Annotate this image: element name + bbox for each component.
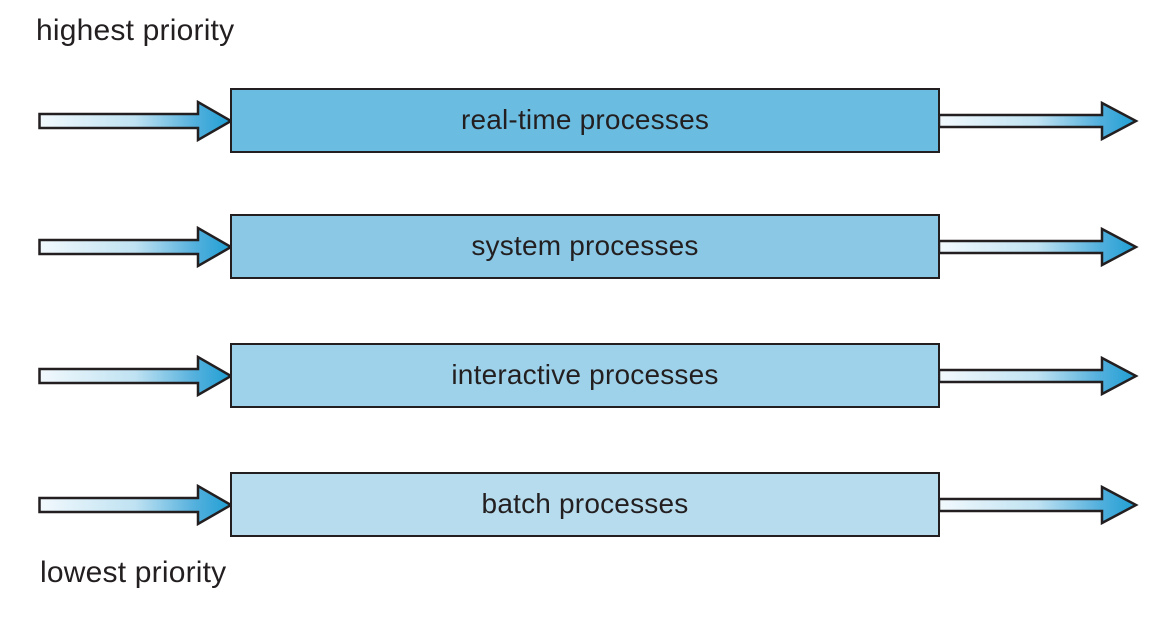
queue-label: real-time processes: [460, 103, 710, 135]
incoming-arrow-icon: [38, 354, 234, 397]
highest-priority-label: highest priority: [36, 14, 235, 47]
outgoing-arrow-icon: [939, 226, 1139, 267]
incoming-arrow-icon: [38, 483, 234, 526]
outgoing-arrow-icon: [939, 100, 1139, 141]
lowest-priority-label: lowest priority: [40, 556, 227, 589]
queue-box-batch: batch processes: [230, 472, 940, 537]
queue-row-realtime: real-time processes: [0, 88, 1170, 153]
queue-label: batch processes: [481, 487, 689, 519]
queue-row-system: system processes: [0, 214, 1170, 279]
incoming-arrow-icon: [38, 225, 234, 268]
queue-row-batch: batch processes: [0, 472, 1170, 537]
queue-label: interactive processes: [451, 358, 719, 390]
outgoing-arrow-icon: [939, 484, 1139, 525]
queue-row-interactive: interactive processes: [0, 343, 1170, 408]
queue-label: system processes: [471, 229, 699, 261]
outgoing-arrow-icon: [939, 355, 1139, 396]
queue-box-system: system processes: [230, 214, 940, 279]
incoming-arrow-icon: [38, 99, 234, 142]
queue-box-interactive: interactive processes: [230, 343, 940, 408]
queue-box-realtime: real-time processes: [230, 88, 940, 153]
